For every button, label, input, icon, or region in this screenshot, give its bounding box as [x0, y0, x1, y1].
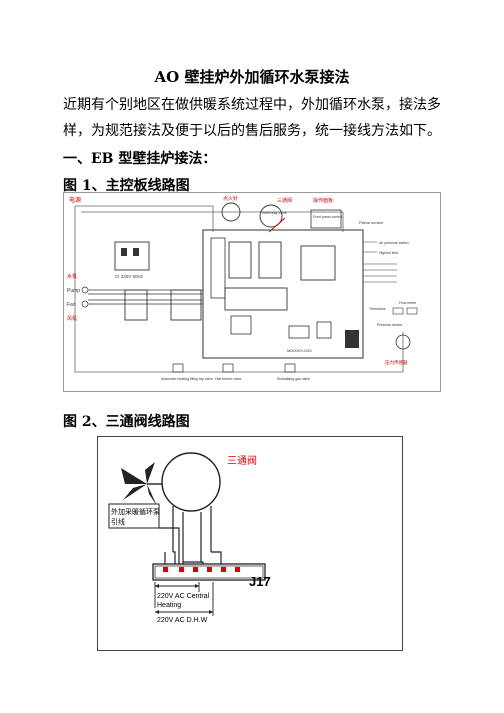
valve-actuator-icon [121, 462, 157, 506]
connector-label: J17 [249, 574, 271, 589]
figure1-caption: 图 1、主控板线路图 [63, 178, 190, 194]
pressure-sensor-label: Pressure sensor [377, 323, 403, 327]
three-way-cn-label: 三通阀 [277, 197, 292, 204]
external-pump-label-line1: 外加采暖循环泵 [111, 507, 160, 516]
dhw-label: 220V AC D.H.W [157, 617, 208, 624]
external-pump-lead-box [108, 503, 160, 529]
central-heating-label-line1: 220V AC Central [157, 593, 210, 600]
transformer-label: CI 220V 50Hz [115, 274, 144, 279]
auto-fill-valve-label: Automatic heating filling tap valve [161, 377, 213, 381]
three-way-valve-diagram: 三通阀 外加采暖循环泵 引线 J17 220V AC Central Heati… [97, 436, 403, 651]
three-way-valve-label: Three-way valve [261, 211, 287, 215]
ignition-cn-label: 点火针 [223, 195, 238, 202]
power-label: 电源 [69, 196, 81, 204]
figure2-caption: 图 2、三通阀线路图 [63, 414, 190, 430]
highest-limit-label: Highest limit [379, 251, 398, 255]
intro-paragraph: 近期有个别地区在做供暖系统过程中，外加循环水泵，接法多样，为规范接法及便于以后的… [63, 97, 441, 139]
document-title: AO 壁挂炉外加循环水泵接法 [154, 68, 350, 86]
pump-cn-label: 水泵 [67, 273, 77, 280]
three-way-valve-cn-label: 三通阀 [227, 454, 257, 467]
panel-cn-label: 操作面板 [313, 197, 333, 204]
valve-motor [161, 452, 221, 512]
modulating-valve-label: Modulating gas valve [277, 377, 310, 381]
flame-sensor-label: Flame sensor [359, 220, 384, 225]
flow-meter-label: Flow meter [399, 301, 417, 305]
pressure-sensor-cn-label: 压力传感器 [385, 359, 408, 366]
central-heating-label-line2: Heating [157, 602, 181, 609]
fan-cn-label: 风机 [67, 315, 77, 322]
air-pressure-label: Air pressure switch [379, 241, 409, 245]
half-burner-valve-label: Half burner valve [215, 377, 242, 381]
pump-label: Pump [67, 288, 80, 294]
fan-label: Fan [67, 302, 76, 308]
thermistor-label: Thermistor [369, 307, 387, 311]
external-pump-label-line2: 引线 [111, 517, 125, 526]
main-board-wiring-diagram: CI 220V 50Hz 电源 水泵 Pump Fan 风机 MD00XX-D4… [63, 192, 441, 392]
front-panel-label: Front panel control [313, 215, 342, 219]
board-id-label: MD00XX-D40 [287, 348, 312, 353]
section-heading: 一、EB 型壁挂炉接法： [63, 151, 217, 167]
